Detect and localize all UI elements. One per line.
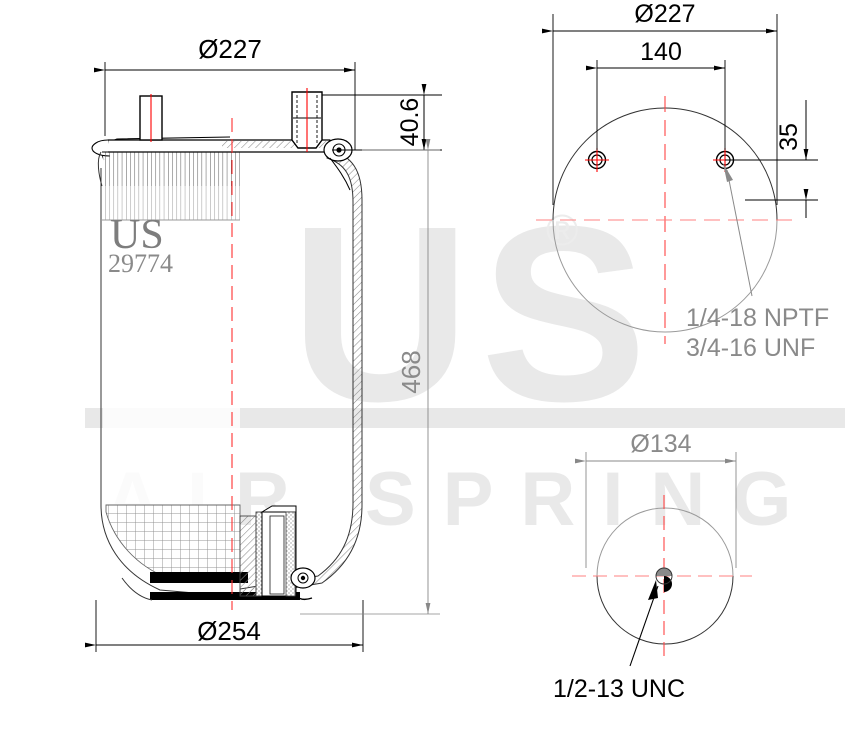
bellows-body-left xyxy=(100,168,241,598)
bottom-crimp-ring xyxy=(290,567,316,589)
dim-top-height-label: 40.6 xyxy=(396,98,424,147)
piston-seal-bead xyxy=(150,572,248,583)
piston-circle-lower xyxy=(596,575,734,645)
piston-center-stud xyxy=(239,505,297,597)
watermark-bar xyxy=(85,408,845,428)
piston-assembly xyxy=(105,504,316,601)
callout-leader-nptf xyxy=(726,169,753,297)
bellows-pleats xyxy=(97,151,240,221)
top-plate-view: Ø227 140 35 1/4-18 NPTF 3/4-16 UNF xyxy=(536,0,829,362)
bag-interior xyxy=(103,152,240,592)
dim-piston-diameter-label: Ø134 xyxy=(630,430,691,458)
callout-leader-unc xyxy=(629,585,659,667)
bolt-hole-left xyxy=(585,148,609,172)
watermark-registered-icon: ® xyxy=(546,206,578,255)
dim-hole-offset-label: 35 xyxy=(775,123,803,151)
piston-circle-upper xyxy=(596,507,734,577)
bag-logo-group: US 29774 xyxy=(108,212,173,278)
dim-hole-spacing-label: 140 xyxy=(640,38,682,66)
callout-unc-label: 1/2-13 UNC xyxy=(553,675,685,703)
bottom-piston-view: 1/2-13 UNC Ø134 xyxy=(553,430,752,703)
bag-logo-brand: US xyxy=(110,212,164,258)
dim-total-height-label: 468 xyxy=(396,350,426,393)
piston-center-hole xyxy=(655,567,673,592)
bag-logo-number: 29774 xyxy=(108,249,173,278)
callout-nptf-label: 1/4-18 NPTF xyxy=(686,304,829,332)
callout-unf-label: 3/4-16 UNF xyxy=(686,334,815,362)
threaded-stud-fitting xyxy=(291,88,323,152)
top-crimp-ring xyxy=(323,138,353,191)
dim-plate-diameter-label: Ø227 xyxy=(634,0,695,28)
front-view-dimensions: Ø227 Ø254 40.6 468 xyxy=(85,34,442,652)
front-sectional-view xyxy=(91,88,363,610)
dim-top-diameter-label: Ø227 xyxy=(198,34,262,64)
air-port-stub-left xyxy=(139,94,163,142)
top-plate-circle-lower xyxy=(552,219,778,333)
dim-bottom-diameter-label: Ø254 xyxy=(197,616,261,646)
